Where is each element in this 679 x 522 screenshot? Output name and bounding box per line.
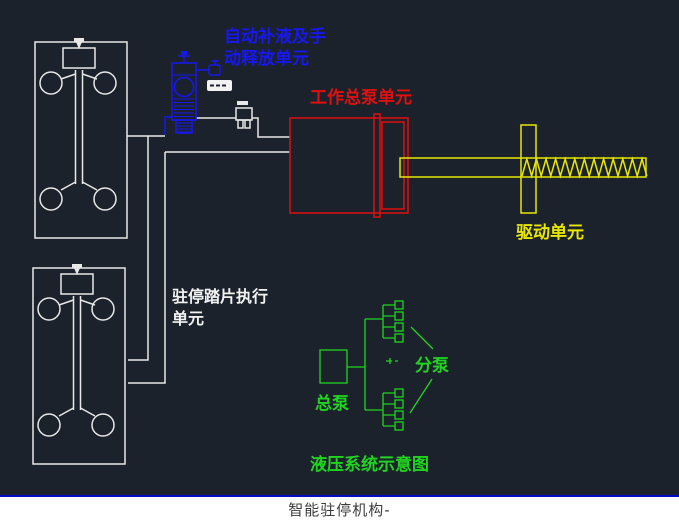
hydraulic-schematic (319, 300, 434, 431)
valve-leg (244, 119, 251, 129)
slave-cylinder-box (394, 333, 404, 343)
refill-plug (178, 55, 190, 63)
pipe-down-right (128, 152, 166, 384)
slave-cylinder-box (394, 410, 404, 420)
master-cylinder-box (319, 349, 348, 384)
drive-flange (520, 124, 537, 214)
drive-shaft (399, 157, 647, 178)
solenoid-valve (235, 101, 253, 129)
pump-piston (381, 121, 405, 210)
refill-lower-hatch (177, 122, 191, 133)
pump-housing (289, 117, 409, 214)
schematic-small-symbol (386, 358, 398, 364)
slave-cylinder-box (394, 322, 404, 332)
slave-cylinder-box (394, 311, 404, 321)
refill-plug-cap (181, 51, 187, 55)
schematic-main-lines (347, 318, 383, 411)
label-refill-unit-line2: 动释放单元 (224, 48, 309, 69)
label-schematic-title: 液压系统示意图 (310, 454, 429, 475)
drive-unit (399, 124, 648, 214)
label-work-pump-unit: 工作总泵单元 (310, 87, 412, 108)
image-caption: 智能驻停机构- (288, 501, 391, 519)
pump-piston-rod-guide (373, 113, 381, 218)
refill-release-unit (164, 51, 221, 135)
cad-drawing: 自动补液及手 动释放单元 工作总泵单元 驱动单元 驻停踏片执行 单元 总泵 分泵… (32, 26, 648, 475)
slave-cylinder-box (394, 388, 404, 398)
canvas-bottom-border (0, 495, 679, 497)
slave-cylinder-box (394, 399, 404, 409)
valve-body (235, 107, 253, 121)
cad-drawing-canvas[interactable]: 自动补液及手 动释放单元 工作总泵单元 驱动单元 驻停踏片执行 单元 总泵 分泵… (0, 0, 679, 495)
label-pedal-unit-line2: 单元 (172, 309, 204, 328)
work-master-pump-unit (289, 113, 409, 218)
label-slave-cylinder: 分泵 (415, 356, 449, 376)
slave-cylinder-box (394, 300, 404, 310)
refill-lower-block (175, 119, 193, 134)
valve-leg (237, 119, 244, 129)
label-refill-unit-line1: 自动补液及手 (224, 26, 326, 47)
pipe-valve-line (196, 117, 290, 138)
slave-cylinder-box (394, 421, 404, 431)
component-badge (207, 80, 232, 91)
label-pedal-unit-line1: 驻停踏片执行 (172, 287, 268, 306)
refill-reservoir (208, 64, 221, 76)
refill-float-ball (173, 76, 195, 98)
pedal-actuator-bottom (32, 263, 126, 465)
valve-top-mark (237, 101, 248, 105)
schematic-bottom-branch (382, 392, 395, 427)
pedal-actuator-top (34, 37, 128, 239)
label-drive-unit: 驱动单元 (516, 222, 584, 243)
pipe-down-left (128, 136, 149, 361)
refill-left-elbow (164, 116, 172, 135)
drive-spring-zigzag (521, 156, 648, 179)
refill-spring-hatch (174, 98, 194, 117)
label-master-cylinder: 总泵 (315, 393, 349, 414)
slave-cylinder-leaders (409, 326, 434, 414)
refill-reservoir-plug (211, 60, 219, 65)
schematic-top-branch (382, 304, 395, 339)
caption-bar: 智能驻停机构- (0, 497, 679, 522)
